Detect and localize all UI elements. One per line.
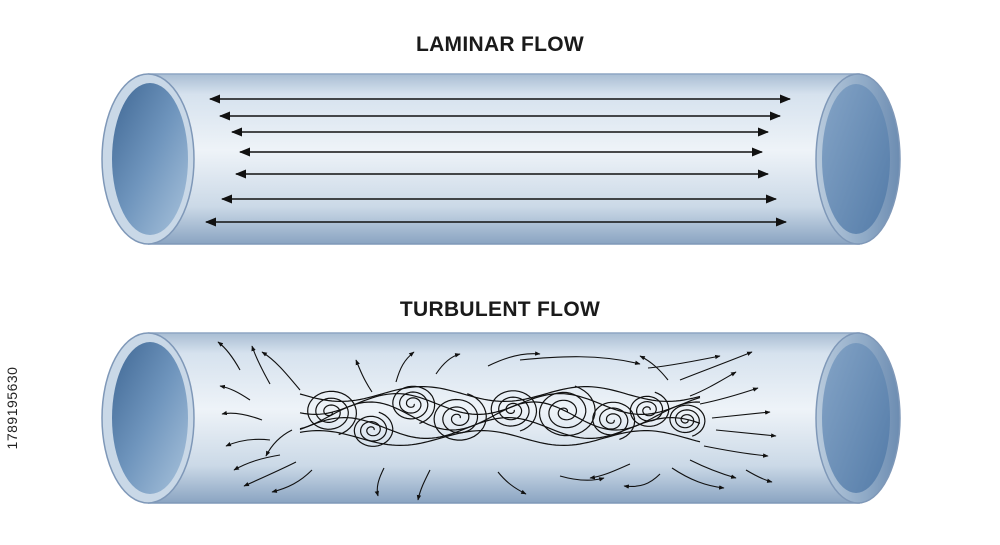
turbulent-arrow [233, 454, 281, 471]
turbulent-arrow [271, 469, 313, 493]
turbulent-arrow [711, 410, 771, 419]
eddy-spiral [307, 390, 358, 436]
turbulent-arrow [671, 467, 725, 490]
turbulent-eddies [299, 385, 706, 447]
turbulent-streamlines [217, 341, 777, 501]
turbulent-arrow [559, 475, 605, 482]
turbulent-arrow [261, 351, 301, 391]
turbulent-arrow [355, 359, 373, 393]
turbulent-arrow [217, 341, 241, 371]
turbulent-arrow [416, 469, 431, 501]
turbulent-arrow [487, 351, 541, 367]
laminar-pipe [101, 73, 901, 245]
turbulent-arrow [689, 371, 737, 397]
turbulent-arrow [589, 463, 631, 480]
turbulent-arrow [243, 461, 297, 487]
turbulent-arrow [395, 351, 415, 383]
turbulent-arrow [745, 469, 773, 483]
turbulent-wave-band [299, 392, 701, 416]
turbulent-wave-band [299, 386, 701, 403]
eddy-spiral [629, 391, 670, 427]
turbulent-arrow [623, 473, 661, 489]
turbulent-arrow [219, 384, 251, 401]
turbulent-arrow [699, 387, 759, 405]
turbulent-pipe [101, 332, 901, 504]
turbulent-arrow [497, 471, 527, 495]
laminar-flow-title: LAMINAR FLOW [415, 33, 585, 56]
turbulent-arrow [689, 459, 737, 479]
turbulent-wave-band [299, 430, 701, 447]
turbulent-arrow [225, 438, 271, 447]
turbulent-arrow [265, 429, 293, 457]
turbulent-arrow [647, 354, 721, 369]
eddy-spiral [669, 404, 706, 437]
turbulent-arrow [703, 445, 769, 458]
turbulent-flow-title: TURBULENT FLOW [399, 298, 601, 321]
turbulent-arrow [639, 355, 669, 381]
eddy-spiral [353, 411, 394, 447]
turbulent-arrow [715, 429, 777, 438]
eddy-spiral [538, 385, 596, 437]
turbulent-arrow [374, 467, 385, 497]
turbulent-wave-band [299, 416, 701, 439]
turbulent-arrow [679, 351, 753, 381]
turbulent-arrow [221, 410, 263, 421]
turbulent-arrow [435, 353, 461, 375]
turbulent-arrow [251, 345, 271, 385]
turbulent-arrow [519, 356, 641, 365]
laminar-streamlines [204, 94, 792, 227]
stock-image-id: 1789195630 [4, 366, 20, 450]
